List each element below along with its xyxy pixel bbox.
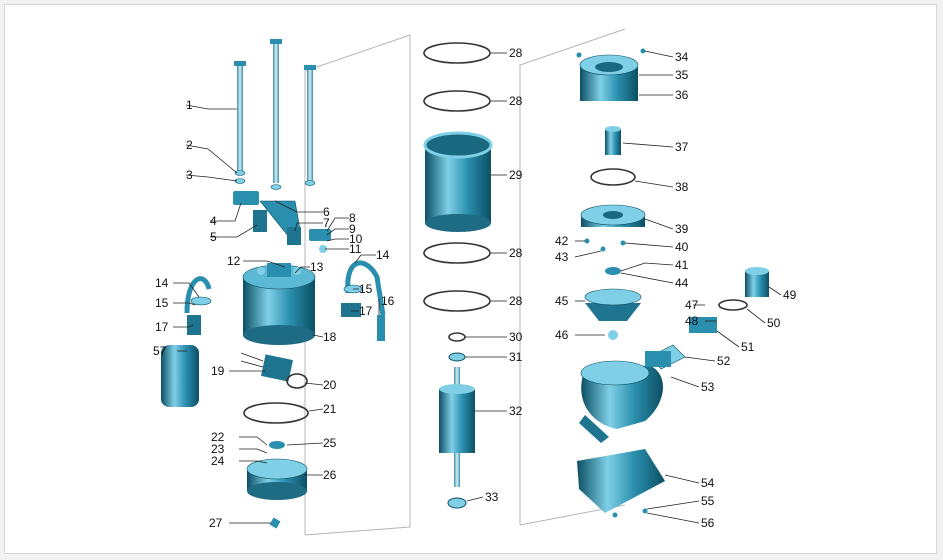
label-48: 48: [685, 314, 699, 328]
capacitor: [240, 352, 308, 389]
label-12: 12: [227, 254, 241, 268]
label-57: 57: [153, 344, 167, 358]
motor-cover: [242, 263, 316, 345]
end-cover: [246, 441, 308, 529]
label-47: 47: [685, 298, 699, 312]
ring-30: [448, 332, 466, 342]
label-42: 42: [555, 234, 569, 248]
label-5: 5: [210, 230, 217, 244]
label-46: 46: [555, 328, 569, 342]
o-ring-28b: [423, 90, 491, 112]
label-15-left: 15: [155, 296, 169, 310]
label-22: 22: [211, 430, 225, 444]
label-33: 33: [485, 490, 499, 504]
label-25: 25: [323, 436, 337, 450]
base-plate: [577, 449, 665, 518]
label-28d: 28: [509, 294, 523, 308]
label-36: 36: [675, 88, 689, 102]
impeller: [584, 288, 642, 340]
label-53: 53: [701, 380, 715, 394]
mechanical-seal: [605, 126, 621, 155]
label-28c: 28: [509, 246, 523, 260]
part-labels: 1 2 3 4 5 6 7 8 9 10 11 12 13 14 15 16 1…: [153, 46, 797, 530]
label-9: 9: [349, 222, 356, 236]
tie-rods: [234, 39, 316, 190]
label-41: 41: [675, 258, 689, 272]
o-ring-38: [590, 168, 636, 186]
bearing-31: [448, 352, 466, 362]
o-ring-28d: [423, 290, 491, 312]
label-54: 54: [701, 476, 715, 490]
label-7: 7: [323, 216, 330, 230]
label-51: 51: [741, 340, 755, 354]
label-45: 45: [555, 294, 569, 308]
label-4: 4: [210, 214, 217, 228]
label-23: 23: [211, 442, 225, 456]
label-2: 2: [186, 138, 193, 152]
cable-gland-right: [341, 260, 386, 341]
label-31: 31: [509, 350, 523, 364]
bearing-33: [447, 497, 467, 509]
label-1: 1: [186, 98, 193, 112]
o-ring-21: [243, 402, 309, 424]
label-44: 44: [675, 276, 689, 290]
label-34: 34: [675, 50, 689, 64]
label-28a: 28: [509, 46, 523, 60]
stator-housing: [423, 131, 493, 232]
label-18: 18: [323, 330, 337, 344]
label-27: 27: [209, 516, 223, 530]
label-52: 52: [717, 354, 731, 368]
cable-clamp-assembly: [233, 191, 331, 253]
label-26: 26: [323, 468, 337, 482]
label-15-right: 15: [359, 282, 373, 296]
label-30: 30: [509, 330, 523, 344]
label-49: 49: [783, 288, 797, 302]
label-38: 38: [675, 180, 689, 194]
label-21: 21: [323, 402, 337, 416]
label-24: 24: [211, 454, 225, 468]
leader-lines: [173, 50, 782, 524]
label-37: 37: [675, 140, 689, 154]
ring-44: [605, 267, 621, 275]
rotor-shaft: [439, 367, 475, 487]
float-switch: [161, 276, 212, 407]
label-17-left: 17: [155, 320, 169, 334]
label-3: 3: [186, 168, 193, 182]
label-55: 55: [701, 494, 715, 508]
label-43: 43: [555, 250, 569, 264]
label-16: 16: [381, 294, 395, 308]
label-8: 8: [349, 211, 356, 225]
panel-outline: [304, 28, 626, 536]
label-19: 19: [211, 364, 225, 378]
label-28b: 28: [509, 94, 523, 108]
label-56: 56: [701, 516, 715, 530]
label-11: 11: [349, 242, 362, 256]
label-32: 32: [509, 404, 523, 418]
exploded-pump-diagram: 1 2 3 4 5 6 7 8 9 10 11 12 13 14 15 16 1…: [153, 28, 797, 536]
label-29: 29: [509, 168, 523, 182]
label-40: 40: [675, 240, 689, 254]
label-20: 20: [323, 378, 337, 392]
label-50: 50: [767, 316, 781, 330]
label-10: 10: [349, 232, 363, 246]
diagram-frame: 1 2 3 4 5 6 7 8 9 10 11 12 13 14 15 16 1…: [4, 4, 937, 554]
label-35: 35: [675, 68, 689, 82]
o-ring-28a: [423, 42, 491, 64]
label-13: 13: [310, 260, 324, 274]
label-6: 6: [323, 205, 330, 219]
top-flange: [576, 48, 646, 101]
label-17-right: 17: [359, 304, 373, 318]
o-ring-28c: [423, 242, 491, 264]
oil-chamber-cover: [580, 204, 646, 252]
label-39: 39: [675, 222, 689, 236]
label-14-left: 14: [155, 276, 169, 290]
label-14-right: 14: [376, 248, 390, 262]
pump-casing: [579, 351, 671, 443]
